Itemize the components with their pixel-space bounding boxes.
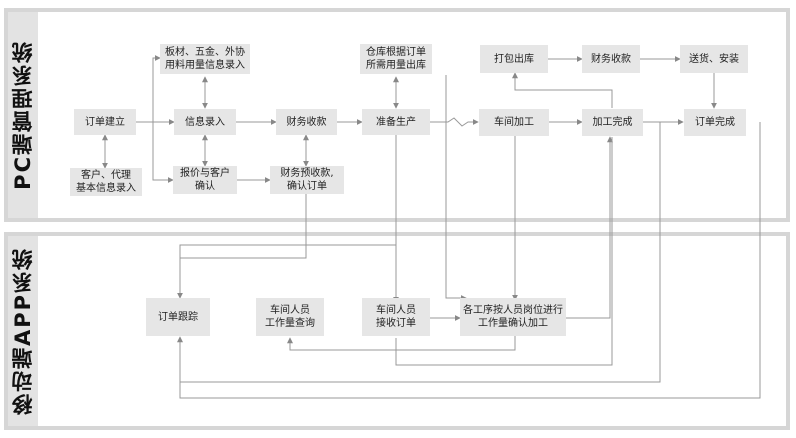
pc-system-label-bg: PC端管理系统 xyxy=(8,12,38,218)
node-order-create[interactable]: 订单建立 xyxy=(74,109,136,135)
node-process-confirm[interactable]: 各工序按人员岗位进行 工作量确认加工 xyxy=(460,298,566,336)
node-finance-prepay[interactable]: 财务预收款, 确认订单 xyxy=(270,166,344,194)
node-finance-receipt-1[interactable]: 财务收款 xyxy=(276,109,337,135)
node-materials-info[interactable]: 板材、五金、外协 用料用量信息录入 xyxy=(160,44,250,74)
node-finance-receipt-2[interactable]: 财务收款 xyxy=(582,45,640,73)
node-info-entry[interactable]: 信息录入 xyxy=(174,109,236,135)
node-pack-out[interactable]: 打包出库 xyxy=(480,45,548,73)
node-delivery-install[interactable]: 送货、安装 xyxy=(680,45,748,73)
node-customer-info[interactable]: 客户、代理 基本信息录入 xyxy=(70,168,142,196)
app-system-label-bg: 移动端APP系统 xyxy=(8,236,38,426)
node-workshop-accept[interactable]: 车间人员 接收订单 xyxy=(362,298,430,336)
node-warehouse-out[interactable]: 仓库根据订单 所需用量出库 xyxy=(360,44,432,74)
node-process-done[interactable]: 加工完成 xyxy=(582,109,643,136)
node-quote-confirm[interactable]: 报价与客户 确认 xyxy=(173,166,237,194)
node-workshop-query[interactable]: 车间人员 工作量查询 xyxy=(256,298,324,336)
node-order-done[interactable]: 订单完成 xyxy=(684,109,746,136)
node-order-tracking[interactable]: 订单跟踪 xyxy=(146,298,210,336)
node-prepare-production[interactable]: 准备生产 xyxy=(362,109,430,135)
node-workshop-process[interactable]: 车间加工 xyxy=(479,109,549,136)
